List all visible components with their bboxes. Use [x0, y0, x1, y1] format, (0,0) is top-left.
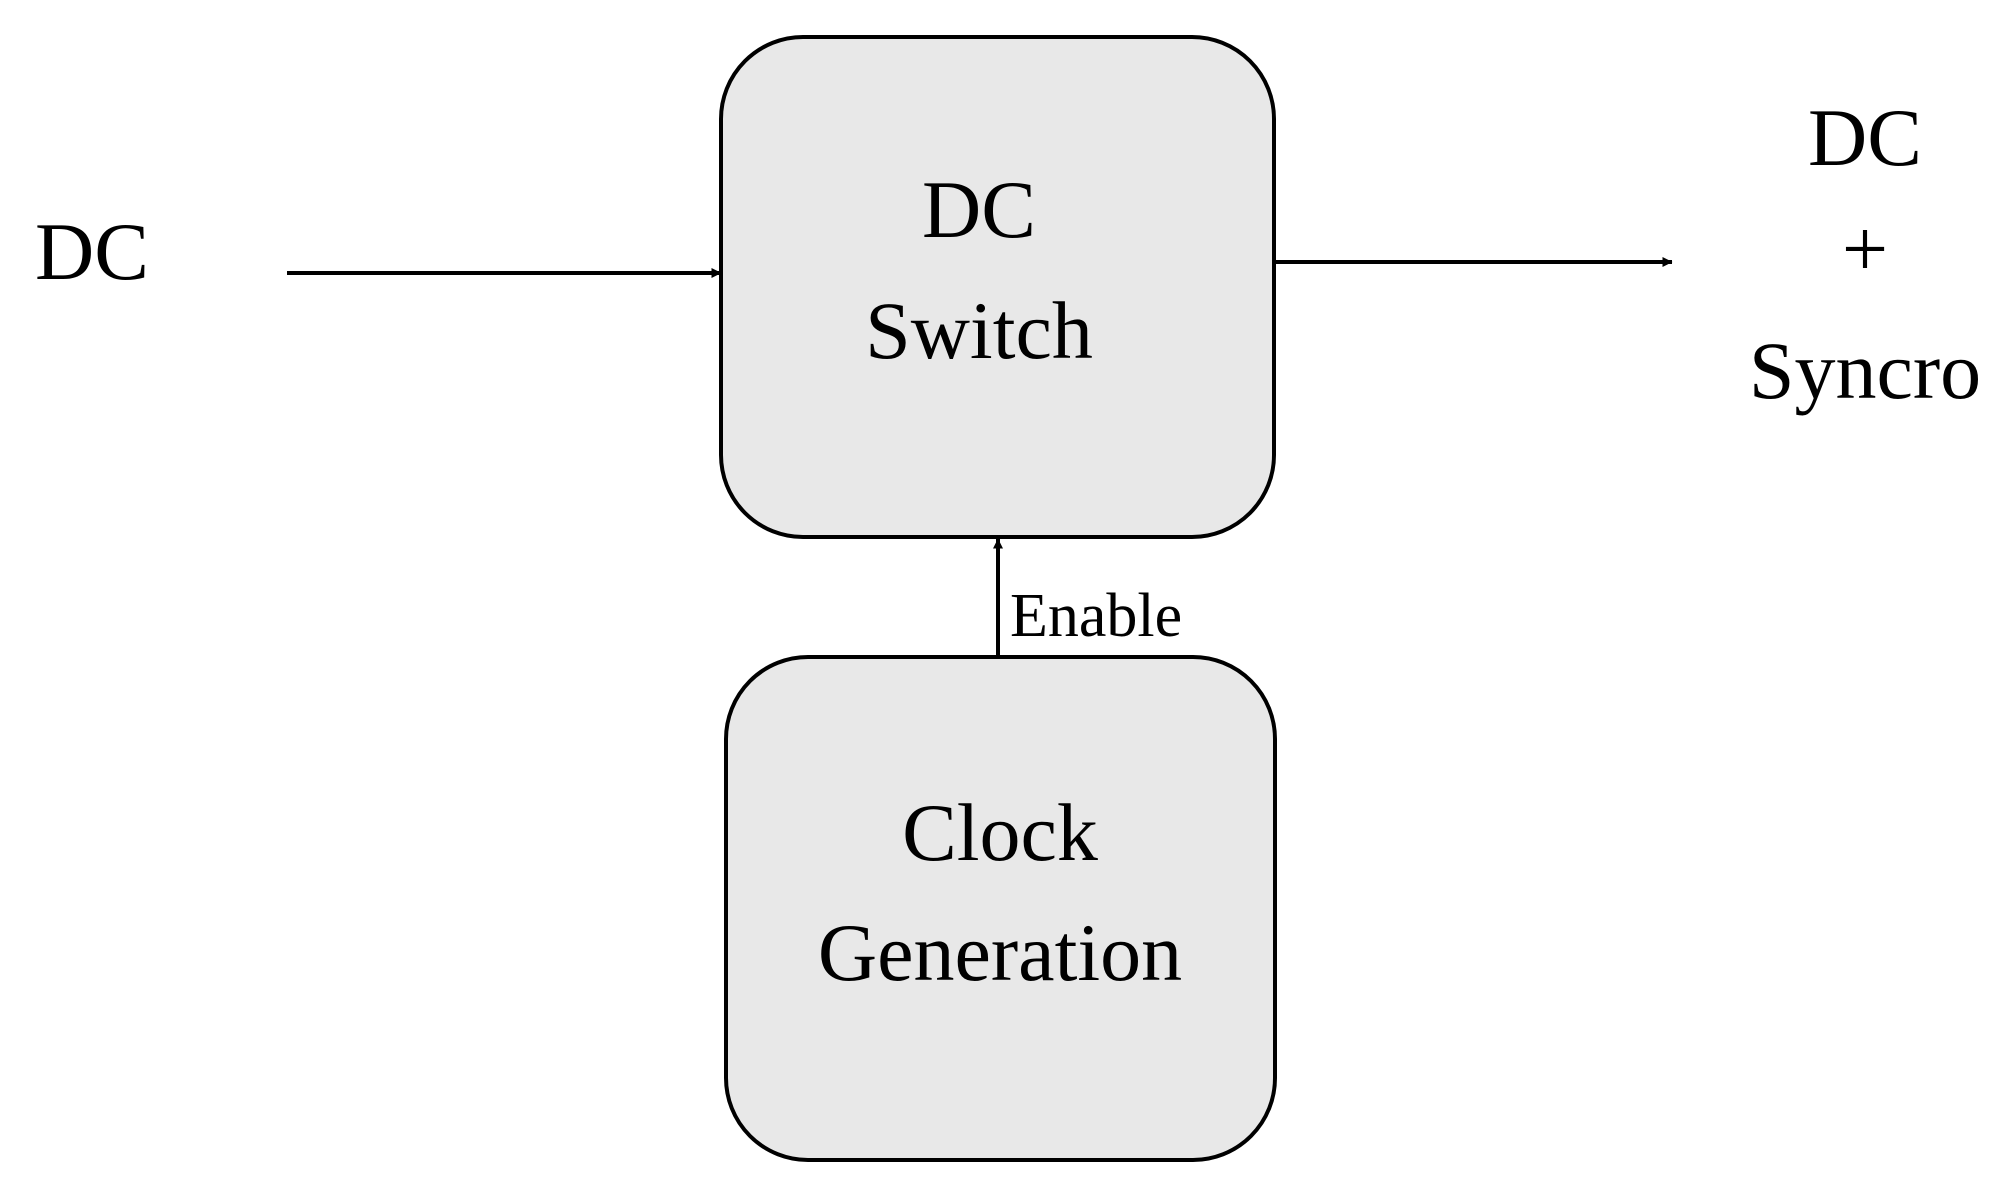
output-label-line2: + — [1842, 203, 1888, 294]
clock-generation-block: Clock Generation — [724, 655, 1277, 1162]
clock-generation-box — [724, 655, 1277, 1162]
dc-switch-label-line2: Switch — [865, 285, 1093, 376]
input-dc-label: DC — [35, 206, 149, 297]
dc-switch-block: DC Switch — [719, 35, 1276, 539]
output-label: DC + Syncro — [1749, 92, 1981, 416]
dc-switch-box — [719, 35, 1276, 539]
dc-switch-label-line1: DC — [922, 164, 1036, 255]
enable-label: Enable — [1010, 582, 1182, 650]
output-label-line1: DC — [1808, 92, 1922, 183]
clock-generation-label-line1: Clock — [902, 787, 1098, 878]
output-label-line3: Syncro — [1749, 325, 1981, 416]
clock-generation-label-line2: Generation — [818, 907, 1182, 998]
